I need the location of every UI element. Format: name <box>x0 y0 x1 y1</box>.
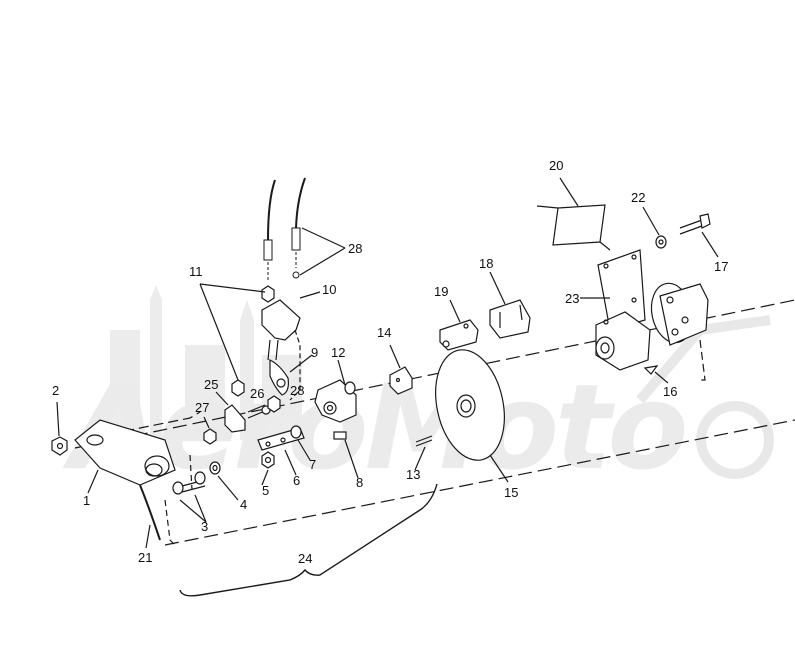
callout-15: 15 <box>504 485 519 500</box>
group-brace-24 <box>179 483 438 597</box>
callout-12: 12 <box>331 345 346 360</box>
part-5-washer <box>261 451 275 469</box>
callout-4: 4 <box>240 497 248 512</box>
callout-28-lower: 28 <box>290 383 305 398</box>
part-3-bolt <box>172 479 206 495</box>
callout-20: 20 <box>549 158 564 173</box>
part-23-hub <box>595 311 651 371</box>
callout-22: 22 <box>631 190 646 205</box>
callout-5: 5 <box>262 483 270 498</box>
part-9-lever <box>269 359 289 396</box>
part-20-decal <box>536 204 611 251</box>
callout-19: 19 <box>434 284 449 299</box>
part-12-housing <box>314 379 357 423</box>
part-14-block <box>389 366 413 395</box>
callout-10: 10 <box>322 282 337 297</box>
callout-1: 1 <box>83 493 91 508</box>
part-23-flange <box>650 282 709 346</box>
callout-9: 9 <box>311 345 319 360</box>
part-11-nut-bottom <box>231 379 245 397</box>
callout-28-upper: 28 <box>348 241 363 256</box>
callout-18: 18 <box>479 256 494 271</box>
part-2-nut <box>51 436 68 456</box>
callout-27: 27 <box>195 400 210 415</box>
cable-left <box>263 179 276 280</box>
part-4-nut <box>194 461 221 485</box>
callout-25: 25 <box>204 377 219 392</box>
callout-6: 6 <box>293 473 301 488</box>
part-18-block <box>489 299 531 339</box>
part-13-pin <box>415 435 433 447</box>
callout-17: 17 <box>714 259 729 274</box>
part-6-link <box>257 425 305 451</box>
cable-right <box>291 177 306 279</box>
part-1-bracket <box>74 419 176 486</box>
part-15-disc <box>435 349 505 461</box>
part-26-bolt <box>247 404 271 419</box>
part-19-spacer <box>439 319 479 351</box>
callout-21: 21 <box>138 550 153 565</box>
callout-7: 7 <box>309 457 317 472</box>
callout-16: 16 <box>663 384 678 399</box>
callout-8: 8 <box>356 475 364 490</box>
part-21-cable <box>139 484 161 541</box>
callout-2: 2 <box>52 383 60 398</box>
part-17-bolt <box>679 213 711 235</box>
callout-11: 11 <box>189 264 203 279</box>
callout-13: 13 <box>406 467 421 482</box>
part-25-clip <box>224 404 246 433</box>
part-27-nut <box>203 428 217 445</box>
callout-23: 23 <box>565 291 580 306</box>
part-22-washer <box>655 235 667 249</box>
callout-3: 3 <box>201 519 209 534</box>
part-8-pin <box>333 431 347 440</box>
part-28-nut-lower <box>267 395 281 413</box>
part-23-mount-plate <box>597 249 646 331</box>
callout-24: 24 <box>298 551 313 566</box>
diagram-linework <box>51 177 795 597</box>
part-10-bracket <box>261 299 301 401</box>
part-16-marker <box>643 365 659 375</box>
callout-14: 14 <box>377 325 392 340</box>
callout-26: 26 <box>250 386 265 401</box>
part-11-nut-top <box>261 285 275 303</box>
lower-axis <box>164 419 795 546</box>
